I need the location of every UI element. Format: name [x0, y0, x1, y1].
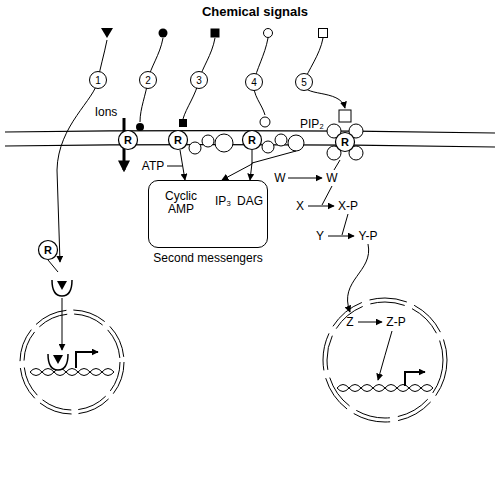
receptor-label: R — [335, 132, 355, 152]
g-protein — [262, 141, 274, 153]
bound-ligand — [339, 110, 351, 122]
intracellular-receptor: R — [38, 240, 58, 260]
bound-ligand — [136, 123, 144, 131]
receptor-circle — [336, 133, 355, 152]
signal-path — [57, 40, 107, 262]
signal-square — [211, 29, 220, 38]
dna-helix — [30, 369, 114, 376]
receptor-complex — [52, 280, 72, 296]
bound-ligand — [179, 119, 187, 127]
callout-circle — [140, 72, 157, 89]
signal-open-square — [319, 29, 328, 38]
cascade-line — [322, 186, 332, 205]
callout-circle — [246, 74, 263, 91]
phosphoprotein-label: X-P — [338, 200, 358, 213]
receptor-label: R — [118, 130, 138, 150]
protein-label: W — [274, 172, 285, 185]
node-text: Cyclic AMP — [157, 190, 205, 216]
dna-helix — [337, 385, 433, 392]
pip2-line — [252, 151, 296, 163]
protein-label: Z — [346, 316, 353, 329]
protein-label: W — [326, 172, 337, 185]
phosphoprotein-label: Z-P — [386, 316, 405, 329]
nuclear-envelope — [20, 310, 124, 414]
atp-line — [167, 166, 183, 167]
receptor-complex — [48, 354, 68, 370]
cascade-line — [342, 214, 348, 235]
bound-ligand — [260, 117, 270, 127]
signal-open-circle — [264, 29, 273, 38]
transcription-arrow — [76, 352, 98, 368]
second-messenger-box: Cyclic AMPIP₃DAGSecond messengers — [148, 180, 268, 248]
receptor-label: R — [38, 240, 58, 260]
receptor-circle — [119, 131, 138, 150]
ion-channel-receptor: R — [118, 130, 138, 150]
regulation-arrow — [378, 331, 392, 380]
signal-triangle — [101, 28, 113, 38]
bound-ligand — [57, 281, 67, 290]
diagram-title: Chemical signals — [5, 4, 500, 19]
callout-number: 3 — [196, 74, 202, 87]
callout-number: 5 — [301, 76, 307, 89]
cascade-arrow — [288, 178, 322, 179]
callout-circle — [90, 72, 107, 89]
enzyme — [288, 135, 304, 151]
translocation-arrow — [62, 298, 63, 350]
enzyme — [215, 134, 233, 152]
g-protein — [202, 135, 214, 147]
substrate-label: PIP₂ — [300, 118, 324, 131]
transcription-arrow — [405, 372, 425, 386]
callout-number: 4 — [251, 76, 257, 89]
nuclear-envelope — [327, 302, 443, 418]
g-protein-receptor: R — [168, 130, 188, 150]
dag-branch-arrow — [250, 163, 252, 180]
receptor-circle — [169, 131, 188, 150]
node-text: Second messengers — [137, 252, 279, 265]
callout-number: 1 — [95, 74, 101, 87]
receptor-label: R — [242, 130, 262, 150]
signal-path — [140, 38, 163, 122]
cascade-line — [334, 160, 340, 170]
g-protein — [275, 134, 287, 146]
protein-label: X — [296, 200, 304, 213]
callout-circle — [296, 74, 313, 91]
cascade-arrow — [358, 322, 382, 323]
cascade-arrow — [348, 244, 369, 312]
cascade-arrow — [308, 206, 334, 207]
receptor-circle — [243, 131, 262, 150]
dna-helix — [30, 369, 114, 376]
receptor-label: R — [168, 130, 188, 150]
dna-helix — [337, 385, 433, 392]
signal-dot — [159, 29, 168, 38]
g-protein — [189, 142, 201, 154]
node-text: IP₃ — [211, 195, 235, 208]
signal-arrow — [222, 150, 252, 180]
signal-path — [183, 38, 215, 119]
g-protein-receptor: R — [242, 130, 262, 150]
ion-label: Ions — [95, 106, 118, 119]
callout-number: 2 — [145, 74, 151, 87]
nuclear-envelope — [24, 314, 120, 410]
nuclear-envelope — [323, 298, 447, 422]
kinase-receptor: R — [335, 132, 355, 152]
callout-circle — [191, 72, 208, 89]
receptor-circle — [39, 241, 58, 260]
cascade-arrow — [328, 236, 354, 237]
node-text: DAG — [235, 195, 265, 208]
receptor-line — [48, 260, 58, 272]
bound-ligand — [53, 355, 63, 364]
protein-label: Y — [316, 230, 324, 243]
signal-path — [304, 38, 345, 108]
phosphoprotein-label: Y-P — [359, 230, 378, 243]
substrate-label: ATP — [142, 160, 164, 173]
signal-arrow — [180, 150, 185, 180]
